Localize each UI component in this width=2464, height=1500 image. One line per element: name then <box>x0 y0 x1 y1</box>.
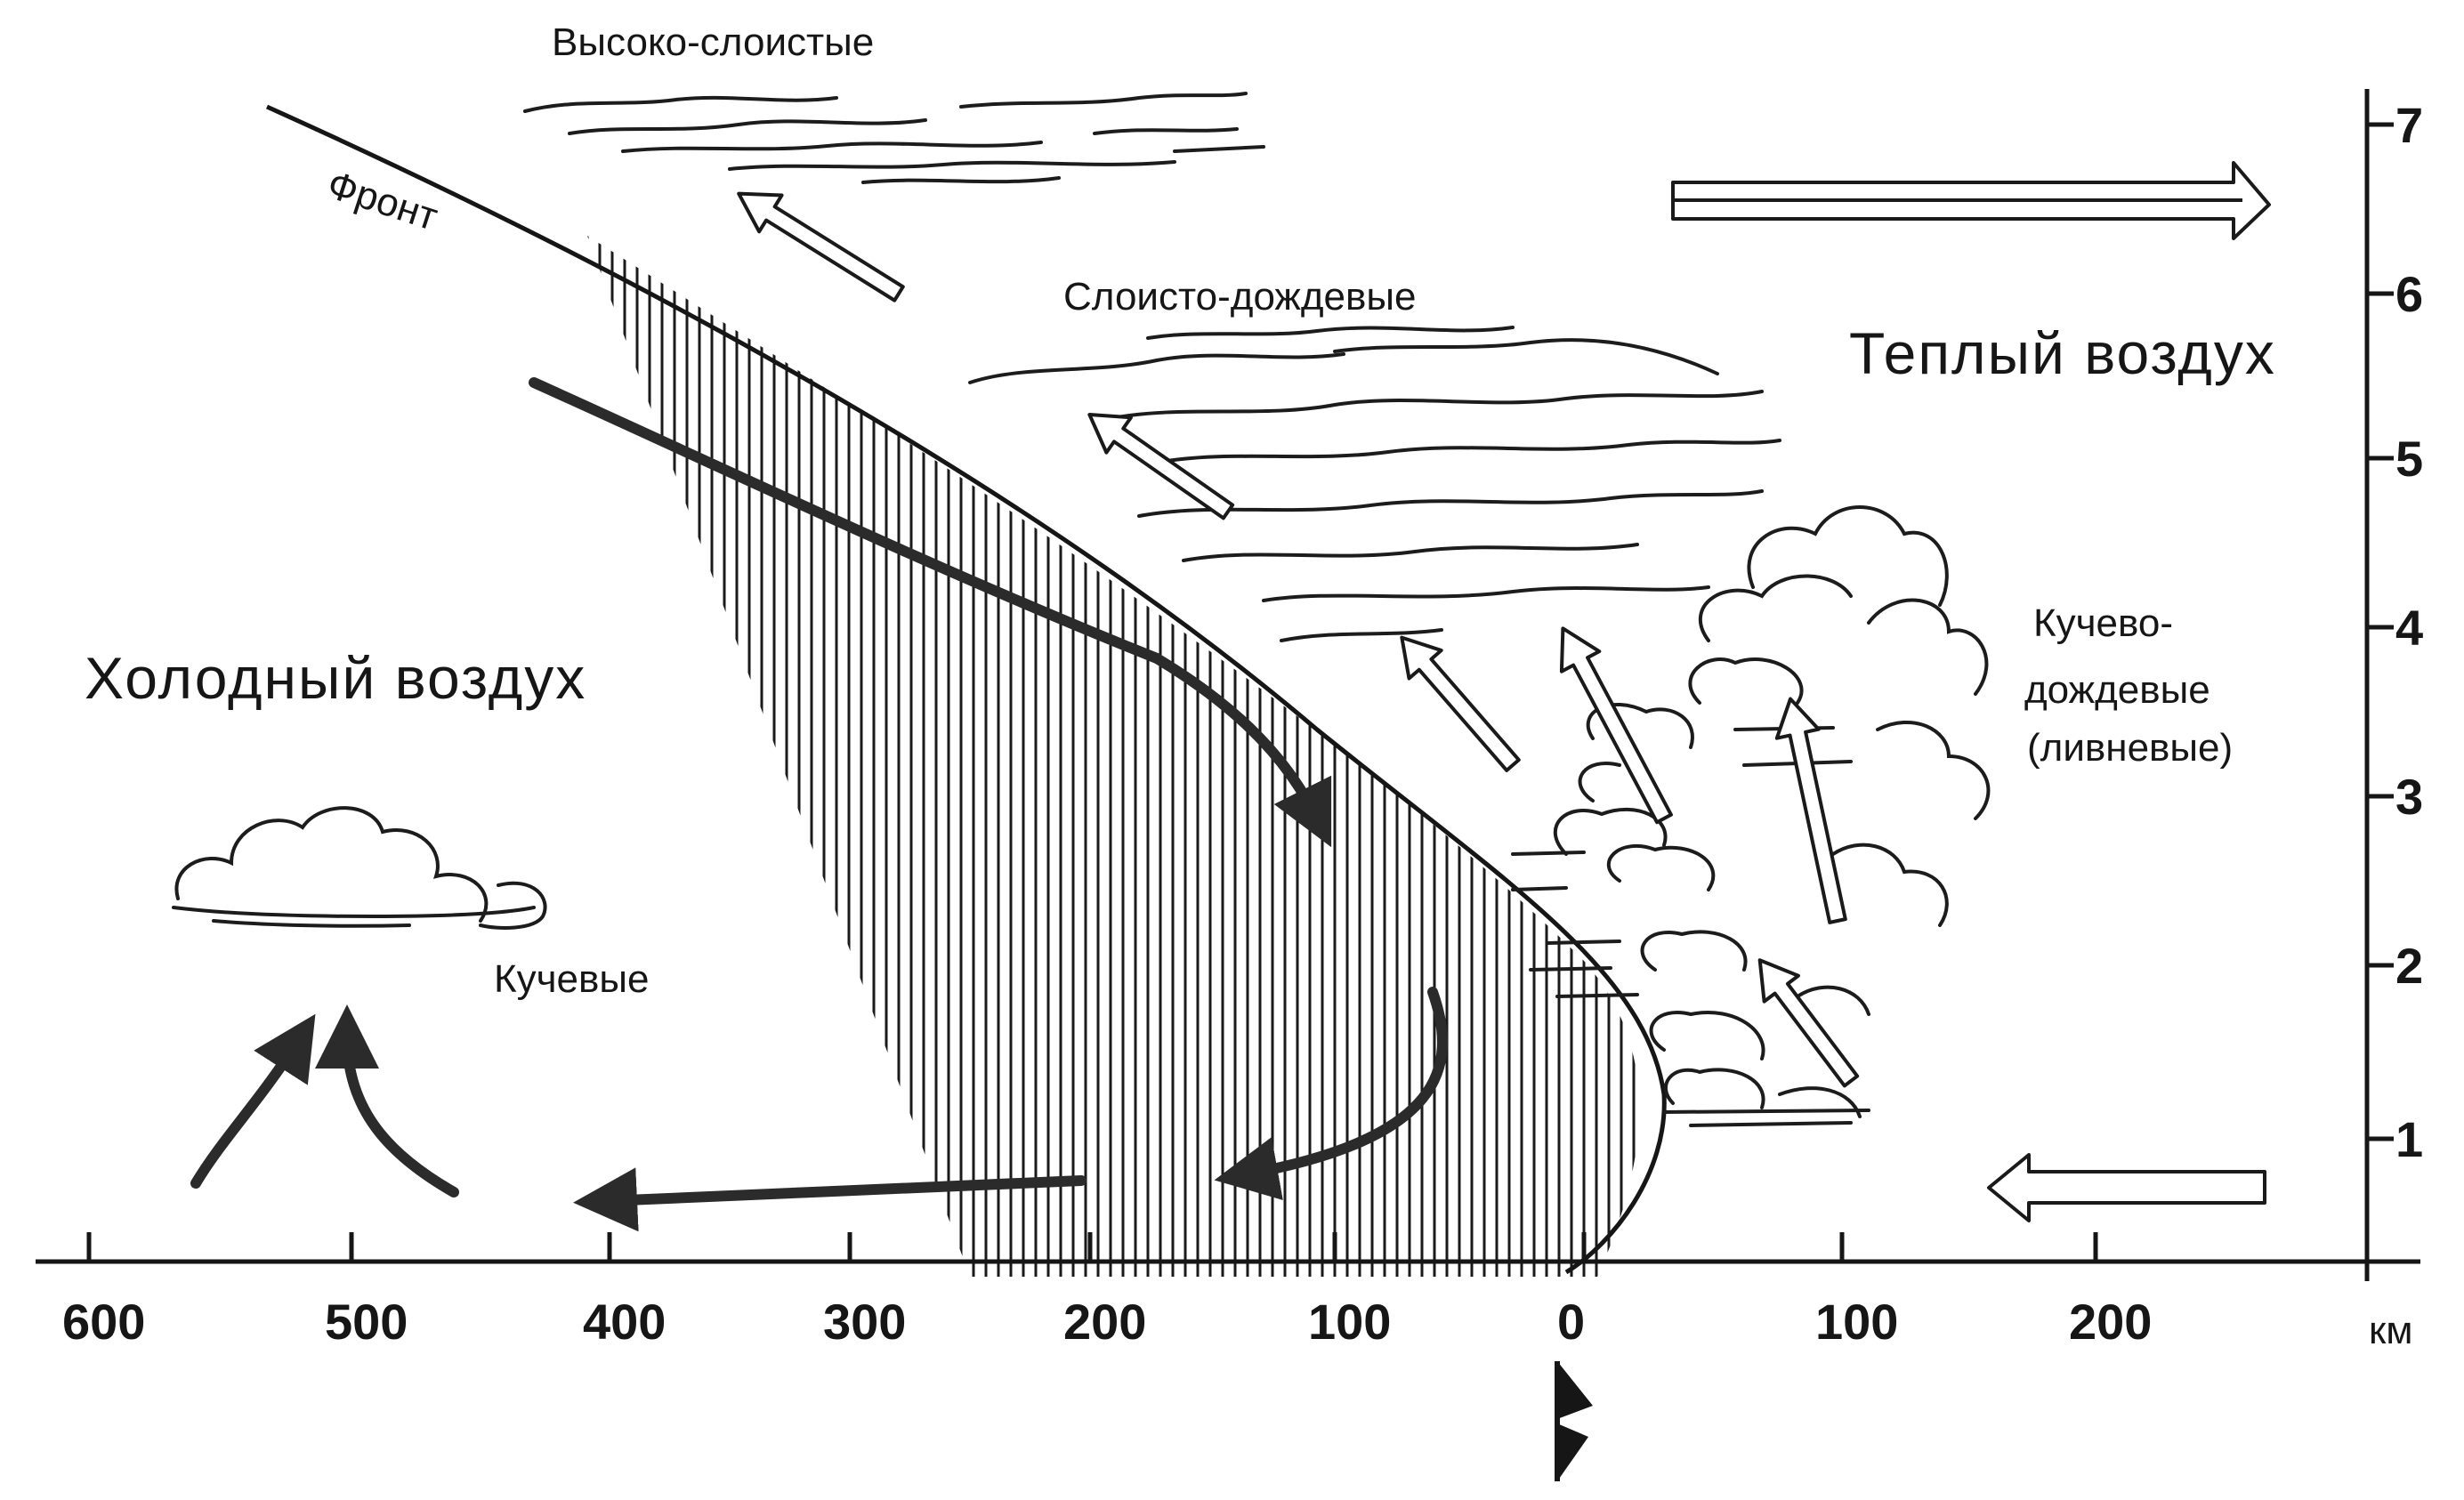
cold-air-label: Холодный воздух <box>85 645 586 711</box>
hollow-arrow-nimbo <box>1087 413 1235 520</box>
hollow-arrow-upglide-1 <box>1400 635 1521 772</box>
y-tick-label: 2 <box>2395 938 2423 994</box>
y-axis: 1 2 3 4 5 6 7 <box>2364 89 2423 1281</box>
cold-air-hatching <box>587 236 1636 1277</box>
cumulonimbus-label-line2: дождевые <box>2024 668 2210 712</box>
x-tick-label: 200 <box>1063 1294 1146 1350</box>
y-tick-label: 4 <box>2395 600 2423 656</box>
hollow-arrow-warm-top <box>1671 161 2271 240</box>
warm-air-label: Теплый воздух <box>1849 320 2276 386</box>
cumulus-cloud <box>172 806 547 930</box>
hollow-arrow-updraft-2 <box>1757 958 1860 1088</box>
x-tick-label: 200 <box>2069 1294 2152 1350</box>
warm-air-flow-arrows <box>737 161 2271 1222</box>
x-tick-label: 500 <box>325 1294 408 1350</box>
cold-front-symbol <box>1555 1361 1593 1481</box>
x-tick-label: 100 <box>1815 1294 1898 1350</box>
cumulonimbus-cloud <box>1511 505 1991 1127</box>
x-tick-label: 300 <box>823 1294 906 1350</box>
nimbostratus-cloud <box>968 326 1781 642</box>
x-tick-label: 0 <box>1557 1294 1585 1350</box>
x-axis-unit: км <box>2369 1309 2413 1352</box>
cumulonimbus-label-line1: Кучево- <box>2033 601 2173 645</box>
altostratus-label: Высоко-слоистые <box>552 20 874 64</box>
y-tick-label: 3 <box>2395 769 2423 825</box>
x-tick-label: 100 <box>1308 1294 1391 1350</box>
nimbostratus-label: Слоисто-дождевые <box>1063 275 1416 319</box>
y-tick-label: 7 <box>2395 97 2423 153</box>
hollow-arrow-updraft-1 <box>1774 697 1847 924</box>
front-label: Фронт <box>322 163 443 239</box>
hollow-arrow-upglide-2 <box>1559 626 1673 825</box>
y-tick-label: 5 <box>2395 431 2423 487</box>
cumulus-label: Кучевые <box>494 957 650 1001</box>
altostratus-cloud <box>523 92 1265 184</box>
front-line <box>265 104 1667 1275</box>
x-axis: 600 500 400 300 200 100 0 100 200 <box>36 1232 2420 1350</box>
hollow-arrow-aloft <box>737 191 905 302</box>
x-tick-label: 600 <box>62 1294 145 1350</box>
y-tick-label: 6 <box>2395 266 2423 322</box>
cumulonimbus-label-line3: (ливневые) <box>2027 726 2233 770</box>
y-tick-label: 1 <box>2395 1111 2423 1167</box>
hollow-arrow-warm-bottom <box>1987 1153 2266 1222</box>
cold-air-flow-arrows <box>190 377 1448 1232</box>
x-tick-label: 400 <box>583 1294 666 1350</box>
